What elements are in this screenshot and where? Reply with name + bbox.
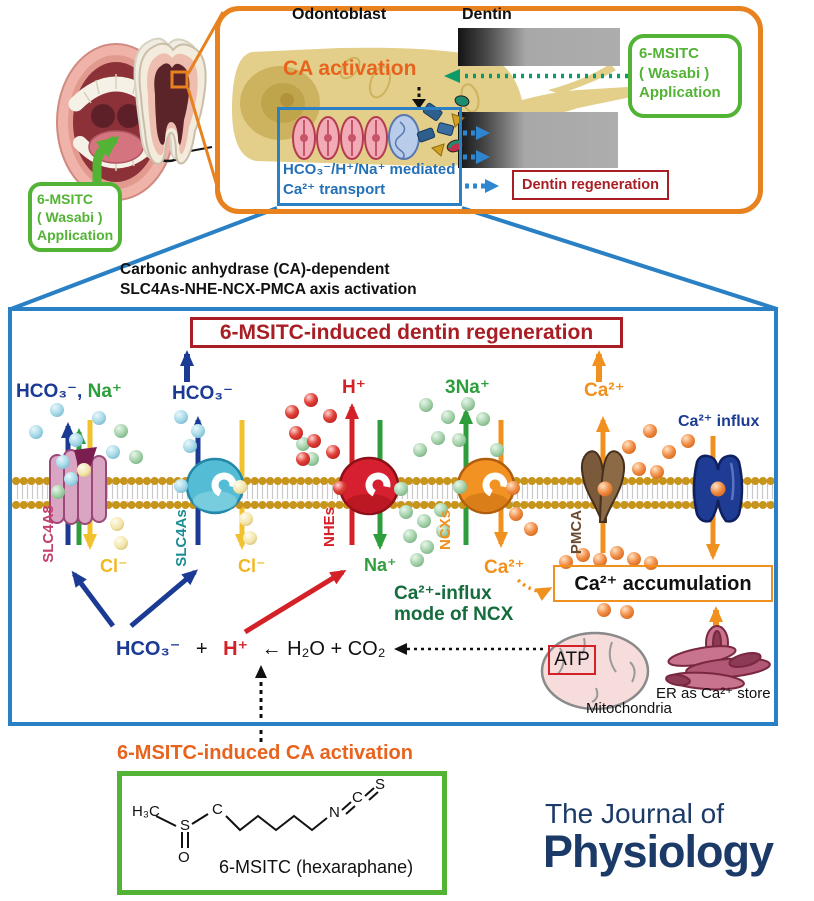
atom-s1: S bbox=[180, 817, 191, 834]
slc4as-label: SLC4As bbox=[173, 509, 190, 567]
h-ions bbox=[285, 393, 340, 466]
journal-logo-line2: Physiology bbox=[543, 826, 774, 877]
atp-box: ATP bbox=[548, 645, 596, 675]
calcium-channel bbox=[692, 454, 744, 523]
funnel-line-left bbox=[10, 206, 278, 311]
hco3-ions bbox=[29, 403, 205, 459]
cl-label-right: Cl⁻ bbox=[238, 556, 266, 576]
msitc-ca-activation-title: 6-MSITC-induced CA activation bbox=[117, 742, 413, 764]
ncx-mode-note: Ca²⁺-influx mode of NCX bbox=[394, 583, 514, 626]
ca-influx-label: Ca²⁺ influx bbox=[678, 413, 760, 430]
molecule-box: H₃C S O C N C S 6-MSITC (hexaraphane) bbox=[117, 771, 447, 895]
atom-c2: C bbox=[352, 789, 363, 806]
organelles bbox=[292, 114, 420, 160]
dentin-regeneration-label: Dentin regeneration bbox=[522, 177, 659, 193]
wasabi-application-arrow bbox=[92, 136, 120, 195]
inset-frame bbox=[215, 6, 763, 214]
ca-ions bbox=[509, 424, 695, 619]
atom-n: N bbox=[329, 804, 340, 821]
slc4as-transporter bbox=[174, 457, 247, 515]
na-ion-text: Na⁺ bbox=[82, 381, 122, 402]
app-box-line: Application bbox=[37, 227, 114, 244]
er-store-label: ER as Ca²⁺ store bbox=[656, 685, 771, 702]
caption-line1: Carbonic anhydrase (CA)-dependent bbox=[120, 261, 390, 278]
pmca-label: PMCA bbox=[568, 509, 585, 555]
ncx-mode-line1: Ca²⁺-influx bbox=[394, 583, 492, 604]
hco3-to-slc4as-arrow bbox=[129, 569, 199, 628]
hco3-ion-text: HCO₃⁻, bbox=[16, 381, 83, 402]
odontoblast-label: Odontoblast bbox=[292, 6, 387, 23]
nhe-transporter bbox=[333, 456, 408, 516]
transport-label-line1: HCO₃⁻/H⁺/Na⁺ mediated bbox=[283, 161, 456, 178]
app-box-line: Application bbox=[639, 84, 721, 101]
tooth-illustration bbox=[133, 37, 207, 165]
hco3-na-label: HCO₃⁻, Na⁺ bbox=[16, 382, 122, 402]
ca-accumulation-label: Ca²⁺ accumulation bbox=[574, 573, 752, 595]
transport-label-line2: Ca²⁺ transport bbox=[283, 181, 386, 198]
journal-logo-line1: The Journal of bbox=[545, 798, 724, 829]
ca-accumulation-box: Ca²⁺ accumulation bbox=[553, 565, 773, 602]
nhes-label: NHEs bbox=[321, 507, 338, 548]
na-ions bbox=[114, 397, 504, 567]
app-box-line: 6-MSITC bbox=[37, 191, 93, 207]
secretion-dashed-arrows bbox=[463, 126, 499, 193]
h-plus-label: H⁺ bbox=[342, 377, 366, 398]
atom-s2: S bbox=[375, 776, 386, 793]
dentin-regeneration-box: Dentin regeneration bbox=[512, 170, 669, 200]
tooth-zoom-square bbox=[170, 70, 189, 89]
molecule-structure bbox=[155, 787, 379, 848]
equation-plus: + bbox=[195, 638, 208, 660]
equation-h: H⁺ bbox=[223, 638, 249, 660]
hco3-label-2: HCO₃⁻ bbox=[172, 383, 234, 404]
ncx-transporter bbox=[453, 457, 520, 515]
ca-in-label: Ca²⁺ bbox=[484, 557, 525, 578]
funnel-line-right bbox=[461, 206, 778, 311]
caption-line2: SLC4As-NHE-NCX-PMCA axis activation bbox=[120, 281, 417, 299]
app-box-line: ( Wasabi ) bbox=[37, 209, 103, 226]
er-illustration bbox=[665, 625, 771, 691]
atp-label: ATP bbox=[554, 649, 590, 670]
ca-activation-label: CA activation bbox=[283, 57, 417, 80]
cl-ions bbox=[110, 512, 257, 550]
app-box-line: 6-MSITC bbox=[639, 45, 699, 62]
dentin-bar-top bbox=[458, 28, 620, 66]
atom-h3c: H₃C bbox=[132, 803, 160, 820]
main-title-box: 6-MSITC-induced dentin regeneration bbox=[190, 317, 623, 348]
na3-label: 3Na⁺ bbox=[445, 377, 490, 398]
figure-caption: Carbonic anhydrase (CA)-dependent SLC4As… bbox=[120, 260, 417, 300]
ca-top-label: Ca²⁺ bbox=[584, 380, 625, 401]
molecule-name: 6-MSITC (hexaraphane) bbox=[219, 857, 414, 877]
wasabi-application-box-left: 6-MSITC ( Wasabi ) Application bbox=[28, 182, 122, 252]
bicarbonate-equation: HCO₃⁻ + H⁺ ← H₂O + CO₂ bbox=[116, 636, 386, 661]
equation-hco3: HCO₃⁻ bbox=[116, 638, 181, 660]
ca-to-accumulation-dotted-arrow bbox=[516, 578, 553, 601]
hco3-to-slc4a8-arrow bbox=[71, 570, 115, 628]
ncxs-label: NCXs bbox=[437, 510, 454, 551]
main-title: 6-MSITC-induced dentin regeneration bbox=[219, 320, 594, 344]
atom-o: O bbox=[178, 849, 190, 866]
equation-rest: ← H₂O + CO₂ bbox=[261, 638, 386, 660]
mitochondria-label: Mitochondria bbox=[586, 700, 672, 717]
dentin-label: Dentin bbox=[462, 6, 512, 23]
transport-box: HCO₃⁻/H⁺/Na⁺ mediated Ca²⁺ transport bbox=[277, 107, 462, 206]
main-panel-frame bbox=[8, 307, 778, 726]
cl-label-left: Cl⁻ bbox=[100, 556, 128, 576]
slc4a8-transporter bbox=[49, 447, 107, 525]
atom-c1: C bbox=[212, 801, 223, 818]
slc4a8-label: SLC4A8 bbox=[40, 505, 57, 563]
na-in-label: Na⁺ bbox=[364, 555, 397, 575]
ncx-mode-line2: mode of NCX bbox=[394, 603, 514, 625]
ca-activation-down-arrow bbox=[412, 87, 426, 109]
h-to-nhe-arrow bbox=[243, 569, 347, 635]
pmca-pump bbox=[580, 450, 626, 523]
app-box-line: ( Wasabi ) bbox=[639, 64, 710, 82]
wasabi-application-box-right: 6-MSITC ( Wasabi ) Application bbox=[628, 34, 742, 118]
